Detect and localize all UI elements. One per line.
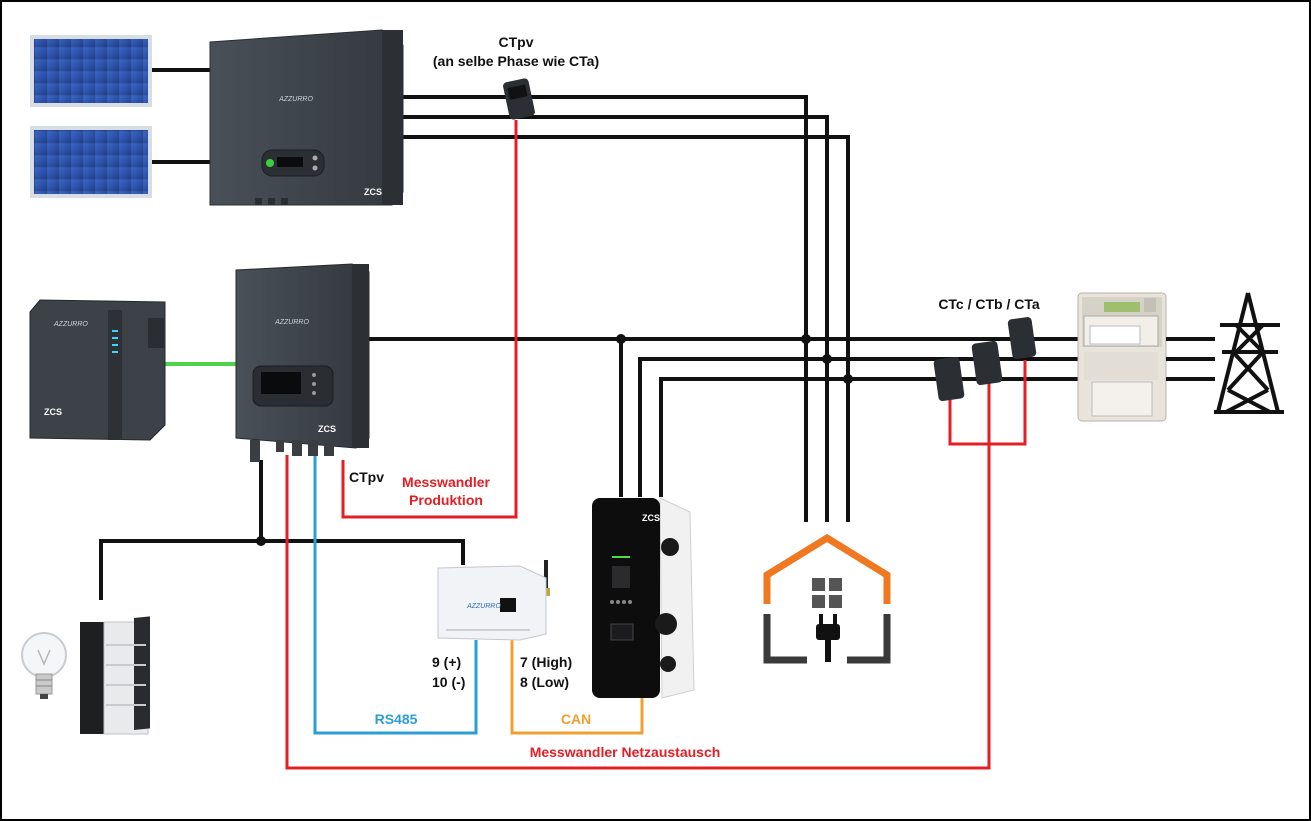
ctpv-top-label: CTpv — [499, 34, 534, 50]
ct-group-label: CTc / CTb / CTa — [938, 296, 1040, 312]
can-label: CAN — [561, 711, 591, 727]
messwandler-netz-label: Messwandler Netzaustausch — [530, 744, 721, 760]
ct-clamp-pv — [503, 78, 535, 120]
ct-clamp-cta — [1007, 317, 1037, 359]
pin-7-label: 7 (High) — [520, 654, 572, 670]
ev-charger-maker: ZCS — [642, 513, 660, 523]
rs485-wire — [313, 455, 478, 735]
pin-8-label: 8 (Low) — [520, 674, 569, 690]
hybrid-inverter-brand: AZZURRO — [274, 319, 309, 326]
pv-inverter-brand: AZZURRO — [278, 96, 313, 103]
pv-panel-2 — [30, 126, 152, 198]
power-wires — [99, 68, 1215, 600]
ev-charger: ZCS — [592, 497, 695, 699]
messwandler-produktion-line1: Messwandler — [402, 474, 490, 490]
power-pylon-icon — [1214, 292, 1284, 414]
ctpv-top-note: (an selbe Phase wie CTa) — [433, 53, 599, 69]
battery-storage: AZZURRO ZCS — [29, 299, 166, 441]
light-bulb-icon — [21, 632, 67, 699]
ct-wires — [285, 120, 1027, 770]
junction-dots — [256, 334, 853, 546]
pv-inverter: AZZURRO ZCS — [209, 29, 404, 206]
hybrid-inverter-maker: ZCS — [318, 424, 336, 434]
battery-brand: AZZURRO — [53, 321, 88, 328]
meter-grid-wires — [1166, 337, 1215, 381]
ct-clamp-ctc — [933, 356, 965, 402]
messwandler-produktion-line2: Produktion — [409, 492, 483, 508]
rs485-label: RS485 — [375, 711, 418, 727]
pv-inverter-maker: ZCS — [364, 187, 382, 197]
gateway-brand: AZZURRO — [466, 603, 501, 610]
ct-clamp-ctb — [971, 340, 1003, 386]
can-wire — [510, 640, 644, 735]
energy-meter — [1077, 292, 1167, 422]
energy-gateway: AZZURRO — [437, 560, 550, 641]
fridge-icon — [80, 616, 150, 735]
pv-panel-1 — [30, 35, 152, 107]
house-icon — [763, 533, 891, 664]
ctpv-small-label: CTpv — [349, 469, 384, 485]
battery-maker: ZCS — [44, 407, 62, 417]
pin-9-label: 9 (+) — [432, 654, 461, 670]
hybrid-inverter: AZZURRO ZCS — [235, 263, 370, 462]
pin-10-label: 10 (-) — [432, 674, 465, 690]
